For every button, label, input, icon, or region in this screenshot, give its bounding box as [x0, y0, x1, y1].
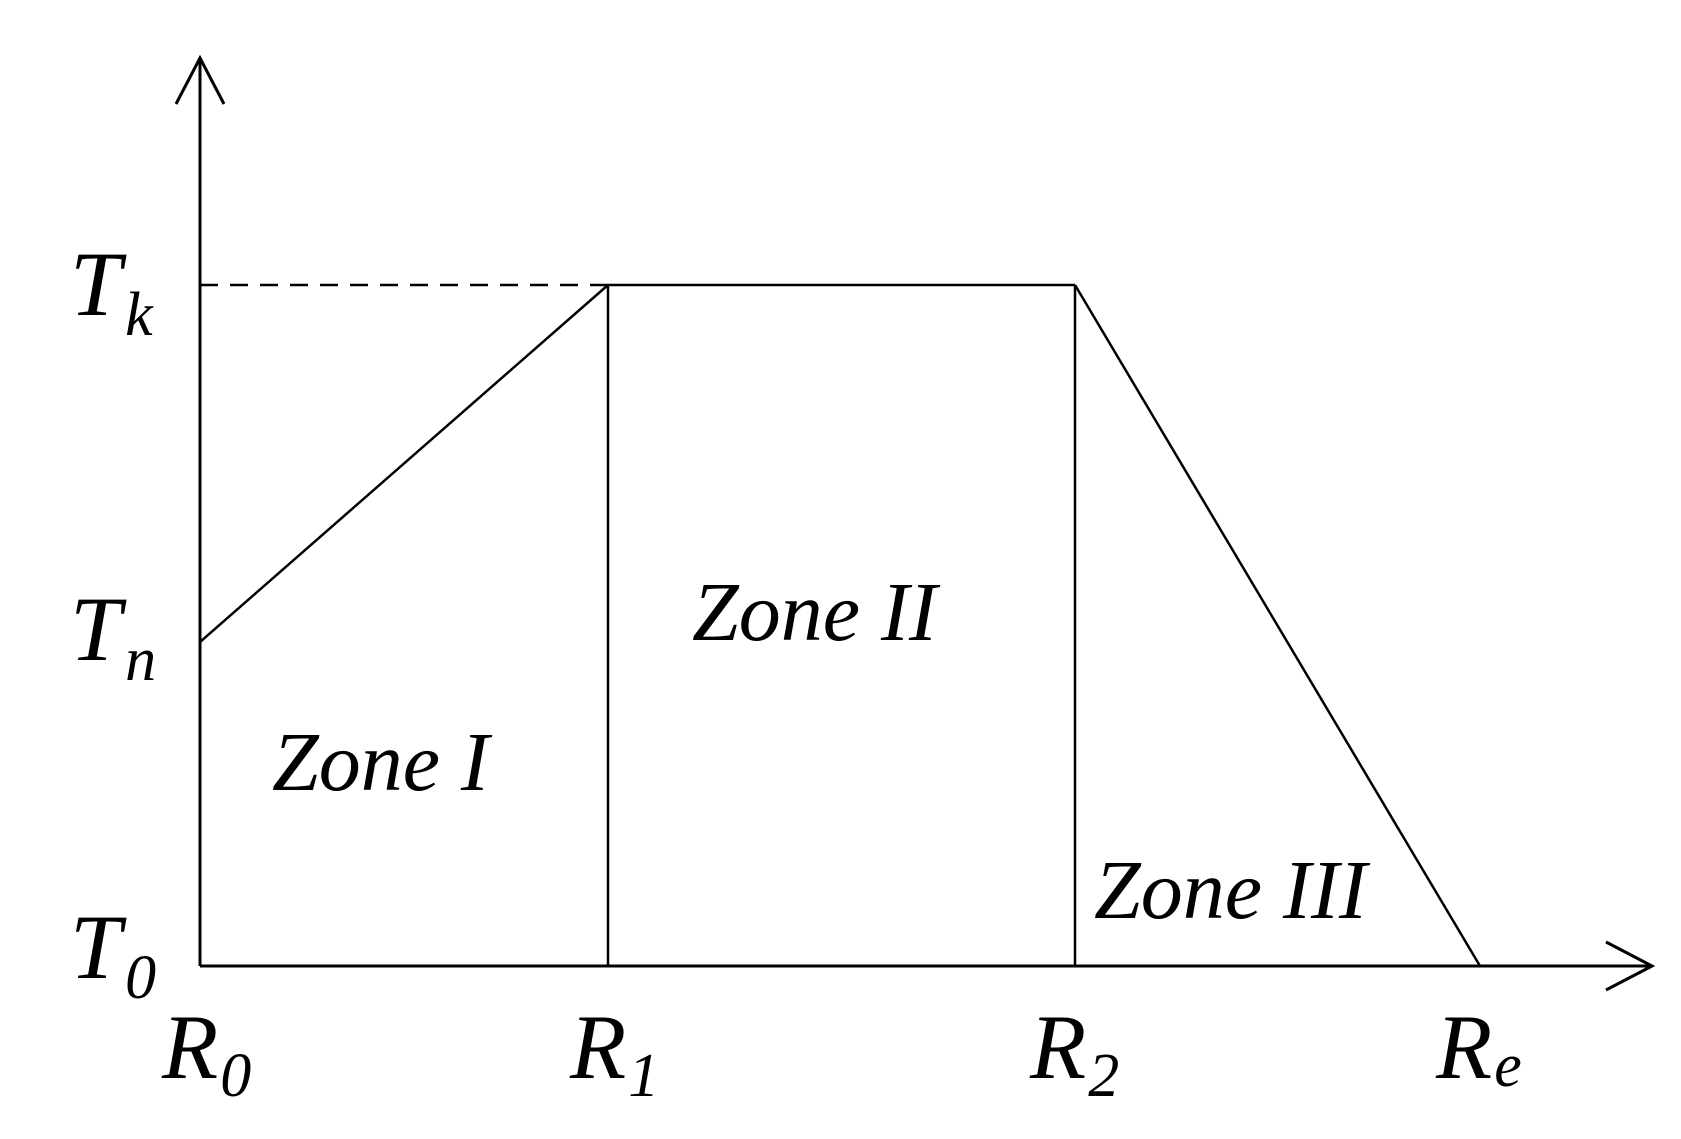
profile: [199, 283, 1482, 967]
zone3-falling-line: [1073, 284, 1482, 967]
x-label-r2: R2: [1029, 996, 1119, 1110]
zone-2-label: Zone II: [692, 566, 941, 659]
zone1-rising-line: [199, 284, 609, 643]
y-label-tn: Tn: [70, 578, 156, 694]
x-axis-arrowhead: [1605, 940, 1656, 992]
x-label-r0: R0: [161, 996, 251, 1110]
y-label-tk: Tk: [70, 233, 154, 349]
zone-1-label: Zone I: [272, 716, 493, 809]
y-label-t0: T0: [70, 896, 156, 1012]
y-axis-arrowhead: [174, 54, 226, 105]
x-label-re: Re: [1435, 996, 1522, 1100]
x-label-r1: R1: [569, 996, 659, 1110]
axes: [174, 54, 1656, 992]
zone-3-label: Zone III: [1094, 844, 1371, 937]
